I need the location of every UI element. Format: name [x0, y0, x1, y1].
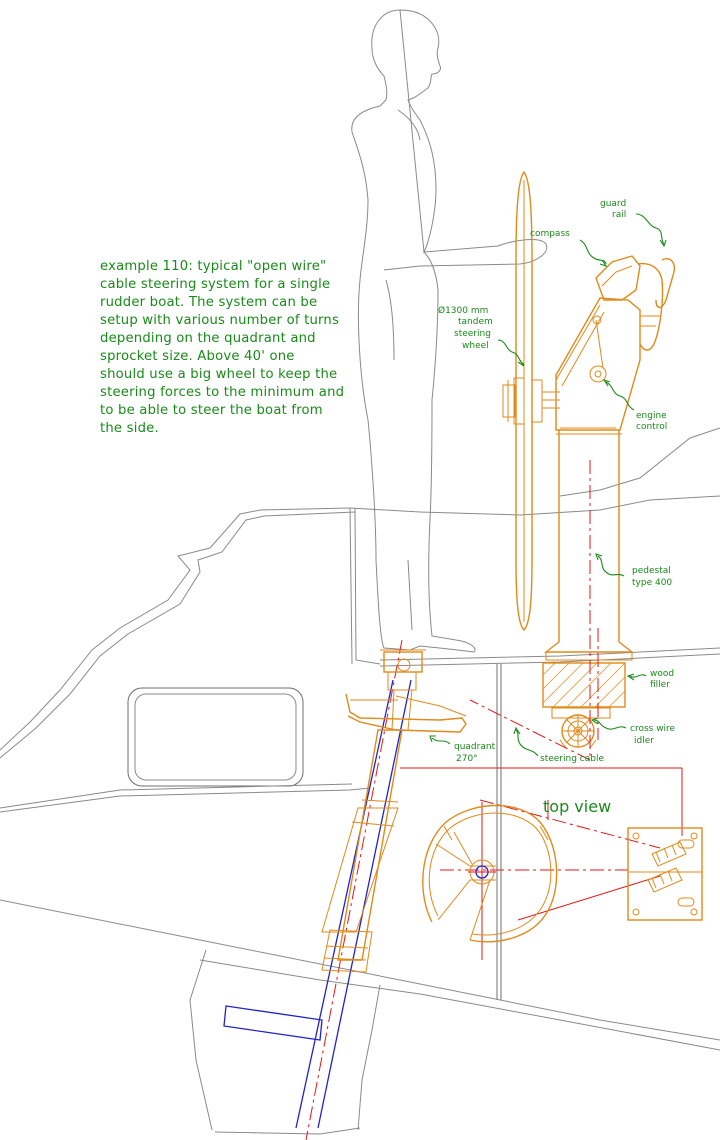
- annotation-labels: compass guard rail Ø1300 mm tandem steer…: [438, 199, 676, 816]
- hull-outline: [0, 427, 720, 1135]
- label-engine-2: control: [636, 422, 667, 432]
- description-line: the side.: [100, 421, 159, 436]
- annotation-leaders: [429, 213, 667, 757]
- human-figure: [351, 9, 548, 653]
- label-pedestal-1: pedestal: [632, 566, 671, 576]
- wood-filler: [542, 662, 626, 708]
- label-guard-rail-1: guard: [600, 199, 626, 209]
- label-wheel-2: tandem: [458, 317, 493, 327]
- label-compass: compass: [530, 229, 570, 239]
- description-line: example 110: typical "open wire": [100, 259, 326, 274]
- label-pedestal-2: type 400: [632, 578, 672, 588]
- label-quadrant-1: quadrant: [454, 742, 496, 752]
- description-line: to be able to steer the boat from: [100, 403, 323, 418]
- steering-wheel: [502, 170, 560, 631]
- label-quadrant-2: 270°: [456, 754, 478, 764]
- rudder-stock: [223, 639, 412, 1140]
- idler-block-top-view: [627, 827, 703, 921]
- label-wheel-1: Ø1300 mm: [438, 305, 488, 316]
- quadrant-top-view: [422, 804, 558, 943]
- description-line: steering forces to the minimum and: [100, 385, 344, 400]
- cross-wire-idler: [551, 707, 611, 749]
- description-line: should use a big wheel to keep the: [100, 367, 337, 382]
- label-steering-cable: steering cable: [540, 754, 604, 764]
- label-wood-1: wood: [650, 669, 674, 679]
- label-wheel-3: steering: [454, 329, 491, 339]
- cable-centerlines: [400, 460, 683, 960]
- label-idler-2: idler: [634, 736, 654, 746]
- description-paragraph: example 110: typical "open wire" cable s…: [100, 259, 344, 436]
- quadrant-side: [345, 649, 467, 733]
- label-wood-2: filler: [650, 680, 670, 690]
- label-idler-1: cross wire: [630, 724, 676, 734]
- description-line: cable steering system for a single: [100, 277, 330, 292]
- description-line: sprocket size. Above 40' one: [100, 349, 295, 364]
- description-line: depending on the quadrant and: [100, 331, 316, 346]
- cabin-window: [127, 687, 304, 787]
- label-engine-1: engine: [636, 411, 667, 421]
- label-wheel-4: wheel: [462, 341, 489, 351]
- description-line: setup with various number of turns: [100, 313, 339, 328]
- label-top-view: top view: [543, 797, 611, 816]
- label-guard-rail-2: rail: [612, 210, 626, 220]
- pedestal: [543, 255, 676, 661]
- description-line: rudder boat. The system can be: [100, 295, 317, 310]
- rudder-tube: [321, 729, 403, 973]
